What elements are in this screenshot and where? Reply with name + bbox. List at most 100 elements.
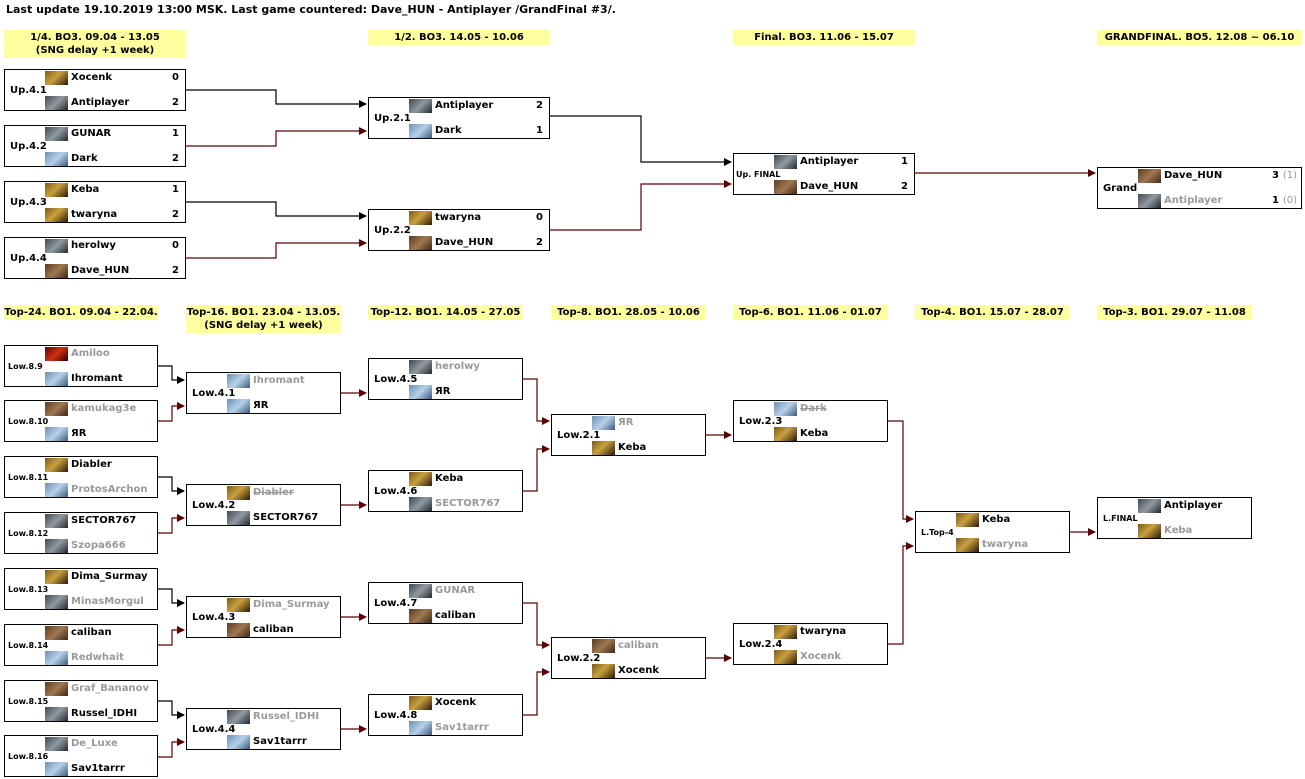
player-slot[interactable]: Xocenk [409, 696, 520, 710]
player-slot[interactable]: caliban [227, 623, 338, 637]
player-slot[interactable]: Keba [774, 427, 885, 441]
player-name[interactable]: Antiplayer [800, 156, 859, 167]
player-name[interactable]: Dark [71, 153, 98, 164]
player-name[interactable]: twaryna [800, 626, 847, 637]
player-name[interactable]: Antiplayer [435, 100, 494, 111]
player-name[interactable]: Dave_HUN [71, 265, 130, 276]
player-name[interactable]: SECTOR767 [71, 515, 137, 526]
match-low-8-9[interactable]: Low.8.9 Amiloo Ihromant [4, 345, 158, 387]
player-slot[interactable]: Amiloo [45, 347, 155, 361]
player-slot[interactable]: caliban [45, 626, 155, 640]
match-low-4-7[interactable]: Low.4.7 GUNAR caliban [368, 582, 523, 624]
match-low-2-1[interactable]: Low.2.1 ЯR Keba [551, 414, 706, 456]
player-slot[interactable]: Russel_IDHI [45, 707, 155, 721]
player-slot[interactable]: MinasMorgul [45, 595, 155, 609]
player-name[interactable]: Keba [618, 442, 647, 453]
player-slot[interactable]: Keba [592, 441, 703, 455]
player-slot[interactable]: ЯR [45, 427, 155, 441]
player-name[interactable]: Ihromant [71, 373, 123, 384]
player-name[interactable]: caliban [435, 610, 476, 621]
player-slot[interactable]: Dima_Surmay [227, 598, 338, 612]
player-name[interactable]: herolwy [435, 361, 480, 372]
match-low-4-8[interactable]: Low.4.8 Xocenk Sav1tarrr [368, 694, 523, 736]
player-slot[interactable]: SECTOR767 [409, 497, 520, 511]
player-name[interactable]: Dave_HUN [800, 181, 859, 192]
player-name[interactable]: Diabler [253, 487, 294, 498]
player-slot[interactable]: Diabler [45, 458, 155, 472]
player-name[interactable]: Keba [800, 428, 829, 439]
player-name[interactable]: Russel_IDHI [71, 708, 138, 719]
player-name[interactable]: Keba [1164, 525, 1193, 536]
match-low-8-15[interactable]: Low.8.15 Graf_Bananov Russel_IDHI [4, 680, 158, 722]
player-name[interactable]: Xocenk [800, 651, 842, 662]
player-name[interactable]: Sav1tarrr [71, 763, 125, 774]
player-name[interactable]: Antiplayer [71, 97, 130, 108]
player-slot[interactable]: Xocenk [592, 664, 703, 678]
player-slot[interactable]: Dima_Surmay [45, 570, 155, 584]
match-lower-final[interactable]: L.FINAL Antiplayer Keba [1097, 497, 1252, 539]
player-name[interactable]: SECTOR767 [435, 498, 501, 509]
match-low-4-4[interactable]: Low.4.4 Russel_IDHI Sav1tarrr [186, 708, 341, 750]
player-slot[interactable]: kamukag3e [45, 402, 155, 416]
player-slot[interactable]: Redwhait [45, 651, 155, 665]
player-name[interactable]: MinasMorgul [71, 596, 144, 607]
player-name[interactable]: Antiplayer [1164, 195, 1223, 206]
player-name[interactable]: Xocenk [618, 665, 660, 676]
player-slot[interactable]: SECTOR767 [227, 511, 338, 525]
player-name[interactable]: Amiloo [71, 348, 110, 359]
player-slot[interactable]: Ihromant [227, 374, 338, 388]
match-low-4-3[interactable]: Low.4.3 Dima_Surmay caliban [186, 596, 341, 638]
player-name[interactable]: Diabler [71, 459, 112, 470]
player-name[interactable]: Dima_Surmay [71, 571, 148, 582]
match-low-4-6[interactable]: Low.4.6 Keba SECTOR767 [368, 470, 523, 512]
player-slot[interactable]: Sav1tarrr [227, 735, 338, 749]
match-low-4-5[interactable]: Low.4.5 herolwy ЯR [368, 358, 523, 400]
player-slot[interactable]: caliban [409, 609, 520, 623]
player-name[interactable]: caliban [71, 627, 112, 638]
player-name[interactable]: Dima_Surmay [253, 599, 330, 610]
player-name[interactable]: Ihromant [253, 375, 305, 386]
player-name[interactable]: Sav1tarrr [435, 722, 489, 733]
player-slot[interactable]: De_Luxe [45, 737, 155, 751]
player-name[interactable]: Dave_HUN [1164, 170, 1223, 181]
player-name[interactable]: ЯR [435, 386, 451, 397]
player-name[interactable]: twaryna [435, 212, 482, 223]
player-slot[interactable]: ЯR [409, 385, 520, 399]
match-low-8-10[interactable]: Low.8.10 kamukag3e ЯR [4, 400, 158, 442]
player-slot[interactable]: Keba [409, 472, 520, 486]
match-low-4-1[interactable]: Low.4.1 Ihromant ЯR [186, 372, 341, 414]
player-name[interactable]: ProtosArchon [71, 484, 148, 495]
match-low-2-2[interactable]: Low.2.2 caliban Xocenk [551, 637, 706, 679]
player-name[interactable]: caliban [253, 624, 294, 635]
match-low-8-16[interactable]: Low.8.16 De_Luxe Sav1tarrr [4, 735, 158, 777]
match-low-8-12[interactable]: Low.8.12 SECTOR767 Szopa666 [4, 512, 158, 554]
player-name[interactable]: caliban [618, 640, 659, 651]
player-slot[interactable]: twaryna [956, 538, 1067, 552]
player-name[interactable]: Szopa666 [71, 540, 126, 551]
player-slot[interactable]: Xocenk [774, 650, 885, 664]
player-name[interactable]: Xocenk [71, 72, 113, 83]
player-slot[interactable]: ЯR [592, 416, 703, 430]
player-name[interactable]: Keba [982, 514, 1011, 525]
player-name[interactable]: Sav1tarrr [253, 736, 307, 747]
player-name[interactable]: Dark [800, 403, 827, 414]
player-name[interactable]: twaryna [982, 539, 1029, 550]
player-slot[interactable]: caliban [592, 639, 703, 653]
player-name[interactable]: Russel_IDHI [253, 711, 320, 722]
player-name[interactable]: GUNAR [435, 585, 476, 596]
player-slot[interactable]: Sav1tarrr [45, 762, 155, 776]
